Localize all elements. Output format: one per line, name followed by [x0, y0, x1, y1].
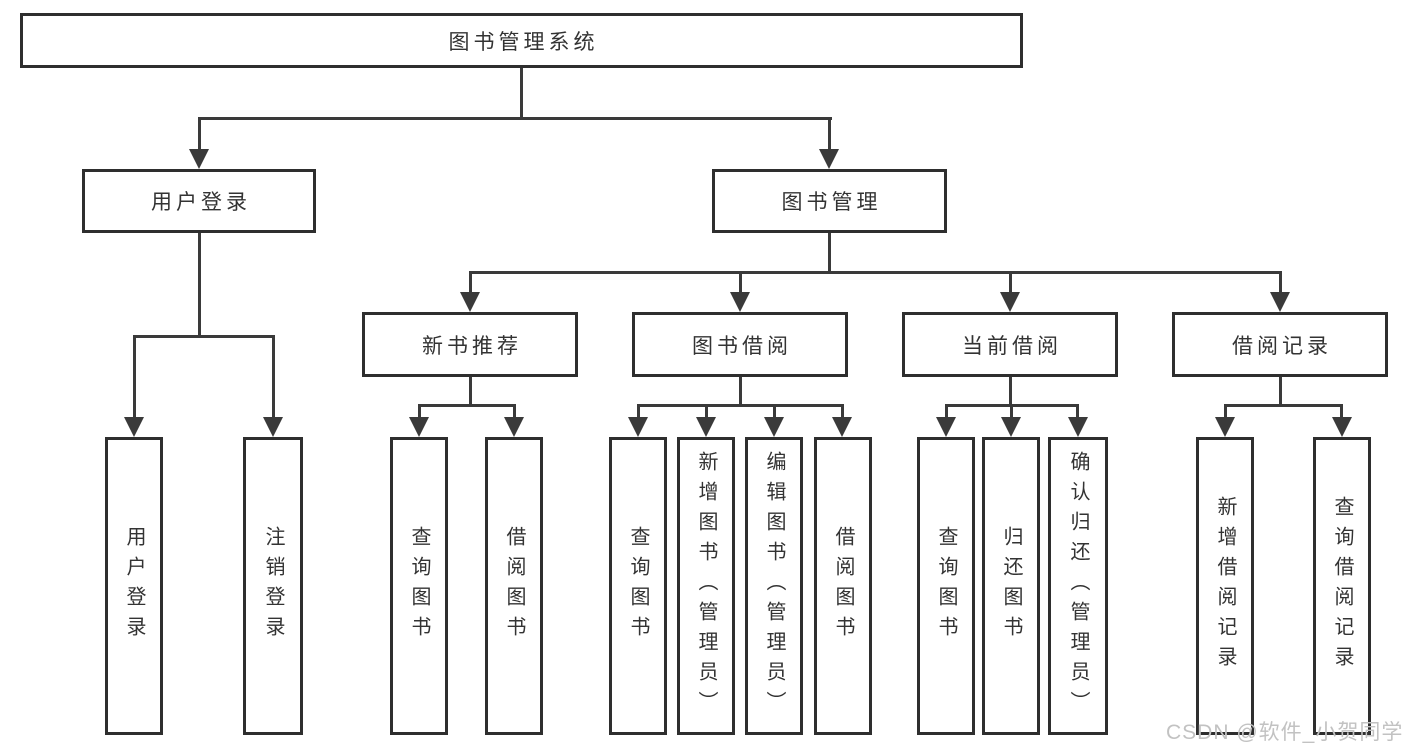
- arrowhead-down-icon: [1270, 292, 1290, 312]
- arrowhead-down-icon: [263, 417, 283, 437]
- node-leaf-query-books-current: 查询图书: [917, 437, 975, 735]
- node-user-login: 用户登录: [82, 169, 316, 233]
- arrowhead-down-icon: [1001, 417, 1021, 437]
- connector-line: [198, 233, 201, 336]
- connector-line: [513, 404, 516, 419]
- node-label: 查询图书: [408, 526, 430, 646]
- connector-line: [469, 271, 1282, 274]
- connector-line: [1224, 404, 1227, 419]
- arrowhead-down-icon: [832, 417, 852, 437]
- connector-line: [1009, 271, 1012, 294]
- node-label: 查询图书: [935, 526, 957, 646]
- node-current-borrow: 当前借阅: [902, 312, 1118, 377]
- connector-line: [133, 335, 275, 338]
- arrowhead-down-icon: [696, 417, 716, 437]
- connector-line: [418, 404, 421, 419]
- arrowhead-down-icon: [819, 149, 839, 169]
- csdn-watermark: CSDN @软件_小贺同学: [1166, 721, 1404, 744]
- node-label: 借阅记录: [1232, 334, 1332, 358]
- node-label: 当前借阅: [962, 334, 1062, 358]
- connector-line: [1279, 271, 1282, 294]
- connector-line: [739, 377, 742, 405]
- node-label: 归还图书: [1000, 526, 1022, 646]
- node-label: 用户登录: [123, 526, 145, 646]
- node-label: 新书推荐: [422, 334, 522, 358]
- connector-line: [469, 377, 472, 405]
- arrowhead-down-icon: [460, 292, 480, 312]
- node-book-management: 图书管理: [712, 169, 947, 233]
- connector-line: [828, 233, 831, 274]
- node-leaf-query-borrow-record: 查询借阅记录: [1313, 437, 1371, 735]
- node-leaf-borrow-books-recommend: 借阅图书: [485, 437, 543, 735]
- node-label: 新增借阅记录: [1214, 496, 1236, 676]
- connector-line: [828, 117, 831, 151]
- connector-line: [520, 68, 523, 118]
- connector-line: [198, 117, 832, 120]
- node-leaf-edit-book-admin: 编辑图书（管理员）: [745, 437, 803, 735]
- node-leaf-query-books-borrow: 查询图书: [609, 437, 667, 735]
- arrowhead-down-icon: [1332, 417, 1352, 437]
- connector-line: [1340, 404, 1343, 419]
- connector-line: [1009, 377, 1012, 405]
- node-label: 注销登录: [262, 526, 284, 646]
- node-leaf-user-login: 用户登录: [105, 437, 163, 735]
- connector-line: [1279, 377, 1282, 405]
- node-label: 新增图书（管理员）: [695, 451, 717, 721]
- node-label: 查询图书: [627, 526, 649, 646]
- arrowhead-down-icon: [764, 417, 784, 437]
- node-book-borrow: 图书借阅: [632, 312, 848, 377]
- connector-line: [773, 404, 776, 419]
- node-label: 借阅图书: [503, 526, 525, 646]
- node-leaf-return-book: 归还图书: [982, 437, 1040, 735]
- node-label: 编辑图书（管理员）: [763, 451, 785, 721]
- arrowhead-down-icon: [628, 417, 648, 437]
- arrowhead-down-icon: [1000, 292, 1020, 312]
- node-borrow-records: 借阅记录: [1172, 312, 1388, 377]
- node-label: 图书借阅: [692, 334, 792, 358]
- connector-line: [637, 404, 640, 419]
- connector-line: [1076, 404, 1079, 419]
- connector-line: [272, 335, 275, 419]
- arrowhead-down-icon: [1215, 417, 1235, 437]
- arrowhead-down-icon: [936, 417, 956, 437]
- node-label: 图书管理系统: [448, 30, 599, 54]
- node-leaf-add-borrow-record: 新增借阅记录: [1196, 437, 1254, 735]
- arrowhead-down-icon: [1068, 417, 1088, 437]
- connector-line: [418, 404, 515, 407]
- node-label: 借阅图书: [832, 526, 854, 646]
- node-leaf-add-book-admin: 新增图书（管理员）: [677, 437, 735, 735]
- connector-line: [1224, 404, 1343, 407]
- connector-line: [841, 404, 844, 419]
- connector-line: [739, 271, 742, 294]
- node-label: 图书管理: [781, 191, 882, 214]
- arrowhead-down-icon: [730, 292, 750, 312]
- connector-line: [945, 404, 948, 419]
- connector-line: [198, 117, 201, 151]
- node-leaf-borrow-books: 借阅图书: [814, 437, 872, 735]
- node-label: 用户登录: [151, 191, 251, 214]
- connector-line: [133, 335, 136, 419]
- node-root: 图书管理系统: [20, 13, 1023, 68]
- node-label: 确认归还（管理员）: [1067, 451, 1089, 721]
- node-leaf-confirm-return-admin: 确认归还（管理员）: [1048, 437, 1108, 735]
- connector-line: [469, 271, 472, 294]
- connector-line: [1010, 404, 1013, 419]
- node-new-book-recommend: 新书推荐: [362, 312, 578, 377]
- arrowhead-down-icon: [409, 417, 429, 437]
- connector-line: [705, 404, 708, 419]
- arrowhead-down-icon: [504, 417, 524, 437]
- arrowhead-down-icon: [189, 149, 209, 169]
- arrowhead-down-icon: [124, 417, 144, 437]
- connector-line: [637, 404, 844, 407]
- node-leaf-query-books-recommend: 查询图书: [390, 437, 448, 735]
- node-label: 查询借阅记录: [1331, 496, 1353, 676]
- node-leaf-logout: 注销登录: [243, 437, 303, 735]
